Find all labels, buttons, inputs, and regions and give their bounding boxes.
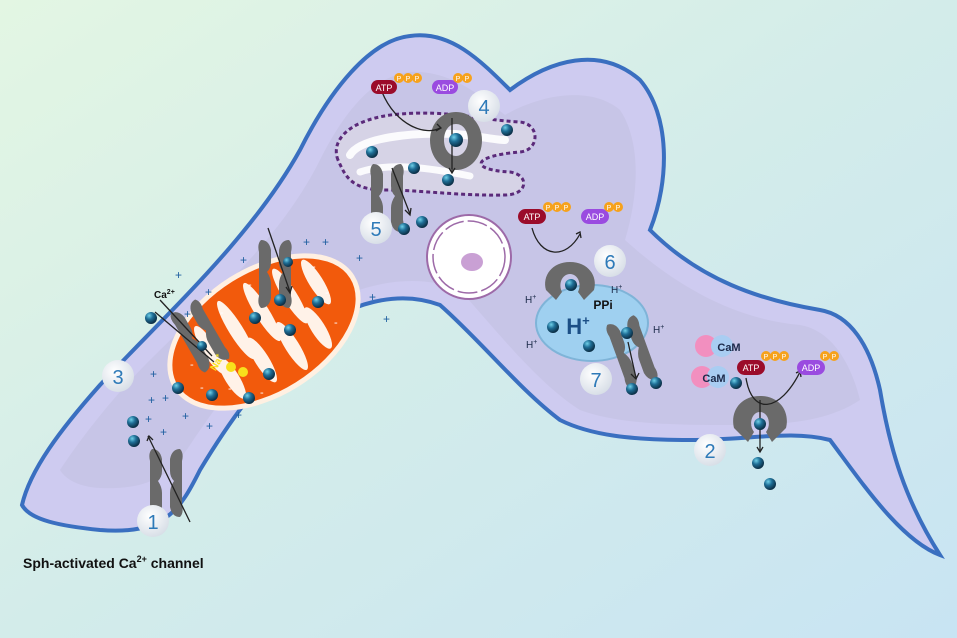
badge-7: 7 <box>580 363 612 395</box>
svg-text:H+: H+ <box>653 324 664 336</box>
ca-label: Ca2+ <box>154 289 175 301</box>
svg-text:+: + <box>145 412 152 426</box>
svg-text:-: - <box>260 387 264 399</box>
svg-text:+: + <box>205 285 212 299</box>
svg-text:+: + <box>369 290 376 304</box>
calmodulin-group: CaM CaM <box>691 335 741 388</box>
svg-text:-: - <box>200 382 204 394</box>
badge-number: 4 <box>478 97 489 119</box>
phosphate-label: P <box>782 354 787 361</box>
phosphate-label: P <box>616 205 621 212</box>
svg-text:+: + <box>175 268 182 282</box>
svg-text:-: - <box>248 279 252 291</box>
badge-number: 2 <box>704 441 715 463</box>
phosphate-label: P <box>546 205 551 212</box>
phosphate-label: P <box>465 76 470 83</box>
atp-adp-group-4: ATP P P P ADP P P <box>371 73 472 94</box>
adp-label: ADP <box>436 83 455 93</box>
number-badges: 1 2 3 4 5 6 7 <box>102 90 726 537</box>
mitochondrion <box>167 253 361 411</box>
cam-label: CaM <box>702 373 725 385</box>
phosphate-label: P <box>555 205 560 212</box>
svg-text:H+: H+ <box>526 339 537 351</box>
svg-text:+: + <box>383 312 390 326</box>
phosphate-label: P <box>406 76 411 83</box>
adp-label: ADP <box>586 212 605 222</box>
badge-3: 3 <box>102 360 134 392</box>
atp-label: ATP <box>524 212 541 222</box>
phosphate-label: P <box>607 205 612 212</box>
svg-text:+: + <box>235 408 242 422</box>
svg-text:+: + <box>162 391 169 405</box>
badge-number: 7 <box>590 370 601 392</box>
badge-number: 6 <box>604 252 615 274</box>
adp-label: ADP <box>802 363 821 373</box>
phosphate-label: P <box>456 76 461 83</box>
phosphate-label: P <box>415 76 420 83</box>
plus-signs: + + + + + + + + + + + + + + + + + <box>145 235 390 439</box>
caption: Sph-activated Ca2+ channel <box>23 554 204 571</box>
phosphate-label: P <box>764 354 769 361</box>
badge-number: 3 <box>112 367 123 389</box>
svg-text:+: + <box>303 235 310 249</box>
svg-text:-: - <box>220 307 224 319</box>
phosphate-label: P <box>397 76 402 83</box>
svg-text:H+: H+ <box>611 284 622 296</box>
badge-4: 4 <box>468 90 500 122</box>
svg-text:+: + <box>150 367 157 381</box>
badge-1: 1 <box>137 505 169 537</box>
atp-adp-group-6: ATP P P P ADP P P <box>518 202 623 224</box>
atp-label: ATP <box>743 363 760 373</box>
pump-2 <box>733 396 787 442</box>
ions <box>127 124 776 490</box>
phosphate-label: P <box>564 205 569 212</box>
svg-text:+: + <box>356 251 363 265</box>
badge-5: 5 <box>360 212 392 244</box>
svg-text:-: - <box>325 287 329 299</box>
svg-text:+: + <box>322 235 329 249</box>
atp-adp-group-2: ATP P P P ADP P P <box>737 351 839 375</box>
badge-6: 6 <box>594 245 626 277</box>
phosphate-label: P <box>773 354 778 361</box>
svg-text:-: - <box>312 261 316 273</box>
svg-text:+: + <box>182 409 189 423</box>
ppi-label: PPi <box>593 298 612 312</box>
phosphate-label: P <box>823 354 828 361</box>
svg-text:+: + <box>206 419 213 433</box>
badge-number: 1 <box>147 512 158 534</box>
cam-label: CaM <box>717 342 740 354</box>
svg-text:+: + <box>160 425 167 439</box>
svg-text:+: + <box>148 393 155 407</box>
h-plus-small-labels: H+ H+ H+ H+ <box>525 284 664 351</box>
badge-2: 2 <box>694 434 726 466</box>
svg-text:H+: H+ <box>525 294 536 306</box>
minus-signs: - - - - - - - - - <box>190 261 338 399</box>
svg-text:-: - <box>228 383 232 395</box>
pump-6 <box>545 262 595 300</box>
pump-4 <box>430 112 482 170</box>
svg-text:+: + <box>184 307 191 321</box>
atp-label: ATP <box>376 83 393 93</box>
phosphate-label: P <box>832 354 837 361</box>
svg-text:-: - <box>190 359 194 371</box>
nucleus <box>426 214 512 300</box>
badge-number: 5 <box>370 219 381 241</box>
svg-text:-: - <box>334 317 338 329</box>
svg-text:+: + <box>240 253 247 267</box>
h-plus-big: H+ <box>566 313 590 339</box>
